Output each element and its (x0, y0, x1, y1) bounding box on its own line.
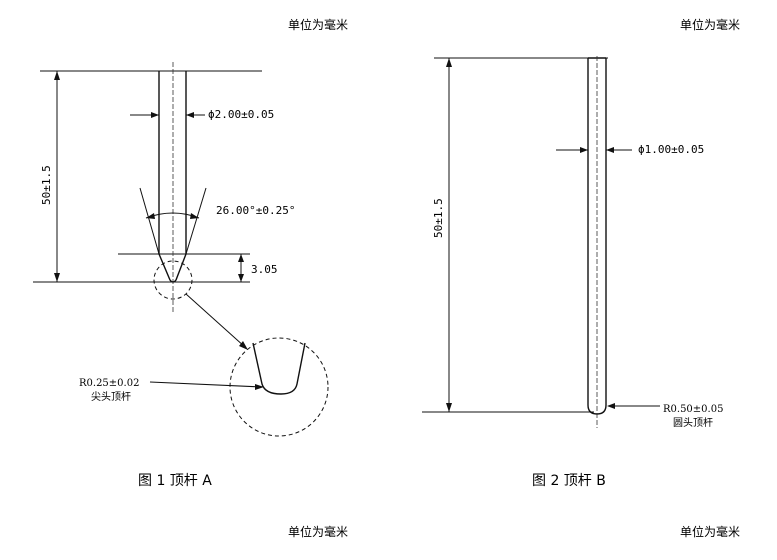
detail-leader-line (185, 293, 246, 348)
diameter-dimension-text: ϕ1.00±0.05 (638, 143, 704, 156)
diameter-dimension-text: ϕ2.00±0.05 (208, 108, 274, 121)
arrowhead (238, 274, 244, 282)
arrowhead (607, 403, 615, 409)
arrowhead (255, 384, 264, 390)
arrowhead (186, 112, 194, 118)
arrowhead (606, 147, 614, 153)
unit-label-top-right: 单位为毫米 (680, 17, 740, 32)
arrowhead (151, 112, 159, 118)
arrowhead (446, 403, 452, 412)
radius-dimension-text: R0.50±0.05 (663, 404, 723, 415)
length-dimension-text: 50±1.5 (40, 165, 53, 205)
angle-line-right (185, 187, 207, 255)
arrowhead (54, 273, 60, 282)
detail-tip-profile (252, 342, 306, 395)
pointed-tip (158, 253, 187, 283)
tip-type-label: 尖头顶杆 (91, 390, 131, 403)
figure-b: 50±1.5 ϕ1.00±0.05 R0.50±0.05 圆头顶杆 图 2 顶杆… (422, 56, 723, 489)
unit-label-top-left: 单位为毫米 (288, 17, 348, 32)
detail-view-circle (229, 337, 329, 437)
figure-a: 50±1.5 26.00°±0.25° ϕ2.00±0.05 3.05 (33, 62, 329, 489)
detail-marker-circle (153, 260, 193, 300)
length-dimension-text: 50±1.5 (432, 198, 445, 238)
angle-line-left (139, 187, 160, 255)
radius-dimension-text: R0.25±0.02 (79, 378, 139, 389)
radius-leader-line (149, 381, 263, 388)
unit-label-bottom-right: 单位为毫米 (680, 524, 740, 539)
figure-b-caption: 图 2 顶杆 B (532, 473, 606, 489)
figure-a-caption: 图 1 顶杆 A (138, 473, 212, 489)
unit-label-bottom-left: 单位为毫米 (288, 524, 348, 539)
arrowhead (54, 71, 60, 80)
tip-type-label: 圆头顶杆 (673, 417, 713, 429)
arrowhead (446, 58, 452, 67)
arrowhead (239, 341, 248, 350)
arrowhead (190, 213, 199, 219)
angle-dimension-text: 26.00°±0.25° (216, 204, 295, 217)
tip-height-dimension-text: 3.05 (251, 263, 278, 276)
arrowhead (580, 147, 588, 153)
arrowhead (238, 254, 244, 262)
arrowhead (146, 213, 155, 219)
